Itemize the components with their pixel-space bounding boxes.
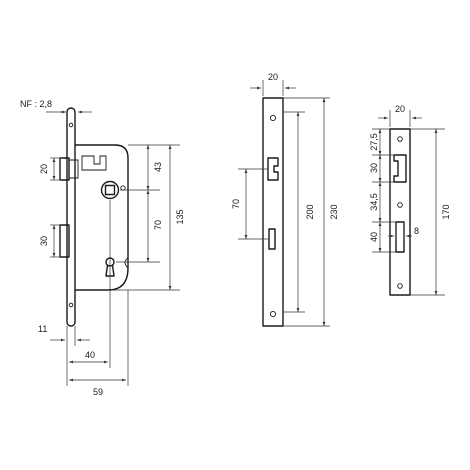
dim-strike-top: 27,5 bbox=[369, 133, 379, 151]
dim-faceplate-width: 20 bbox=[268, 72, 278, 82]
dim-bolt-height: 30 bbox=[39, 236, 49, 246]
strike-plate bbox=[389, 128, 411, 296]
lock-forend-plate bbox=[66, 107, 76, 327]
dim-upper: 43 bbox=[153, 162, 163, 172]
dim-latch-height: 20 bbox=[39, 164, 49, 174]
dim-strike-bolt: 40 bbox=[369, 232, 379, 242]
strike-latch-opening bbox=[393, 154, 407, 183]
forend-screw-hole bbox=[68, 302, 74, 308]
latch bbox=[59, 155, 107, 181]
dim-handle-to-key: 70 bbox=[153, 220, 163, 230]
forend-screw-hole bbox=[68, 122, 74, 128]
dim-nose-width: 11 bbox=[38, 324, 47, 334]
strike-bolt-opening bbox=[395, 221, 405, 253]
strike-screw-hole bbox=[397, 136, 403, 142]
lock-body bbox=[59, 107, 129, 327]
faceplate-screw-hole bbox=[269, 310, 277, 318]
dim-body-depth: 59 bbox=[93, 387, 103, 397]
dim-faceplate-height: 230 bbox=[329, 204, 339, 219]
case-notch bbox=[124, 257, 129, 269]
faceplate bbox=[262, 97, 284, 327]
nf-label: NF : 2,8 bbox=[20, 99, 52, 109]
dim-faceplate-spacing: 70 bbox=[231, 199, 241, 209]
dim-strike-latch: 30 bbox=[369, 163, 379, 173]
dim-strike-bolt-width: 8 bbox=[414, 226, 419, 236]
dim-body-height: 135 bbox=[175, 209, 185, 224]
dim-faceplate-inner: 200 bbox=[305, 204, 315, 219]
dim-strike-gap: 34,5 bbox=[369, 193, 379, 211]
faceplate-bolt-opening bbox=[268, 228, 276, 250]
follower bbox=[100, 180, 120, 200]
faceplate-outline bbox=[262, 97, 284, 327]
strike-screw-hole bbox=[397, 202, 403, 208]
rivet bbox=[120, 185, 126, 191]
dim-backset: 40 bbox=[85, 350, 95, 360]
faceplate-latch-opening bbox=[267, 157, 279, 181]
dim-strike-height: 170 bbox=[441, 204, 451, 219]
lock-case bbox=[74, 144, 129, 291]
faceplate-screw-hole bbox=[269, 114, 277, 122]
lock-body-dimensions: NF : 2,8 20 30 43 70 135 11 bbox=[20, 99, 185, 397]
deadbolt bbox=[59, 224, 70, 258]
dim-strike-width: 20 bbox=[395, 104, 405, 114]
strike-screw-hole bbox=[397, 283, 403, 289]
faceplate-dimensions: 20 70 200 230 bbox=[231, 72, 339, 327]
strike-outline bbox=[389, 128, 411, 296]
strike-plate-dimensions: 20 27,5 30 34,5 40 8 170 bbox=[369, 104, 451, 296]
